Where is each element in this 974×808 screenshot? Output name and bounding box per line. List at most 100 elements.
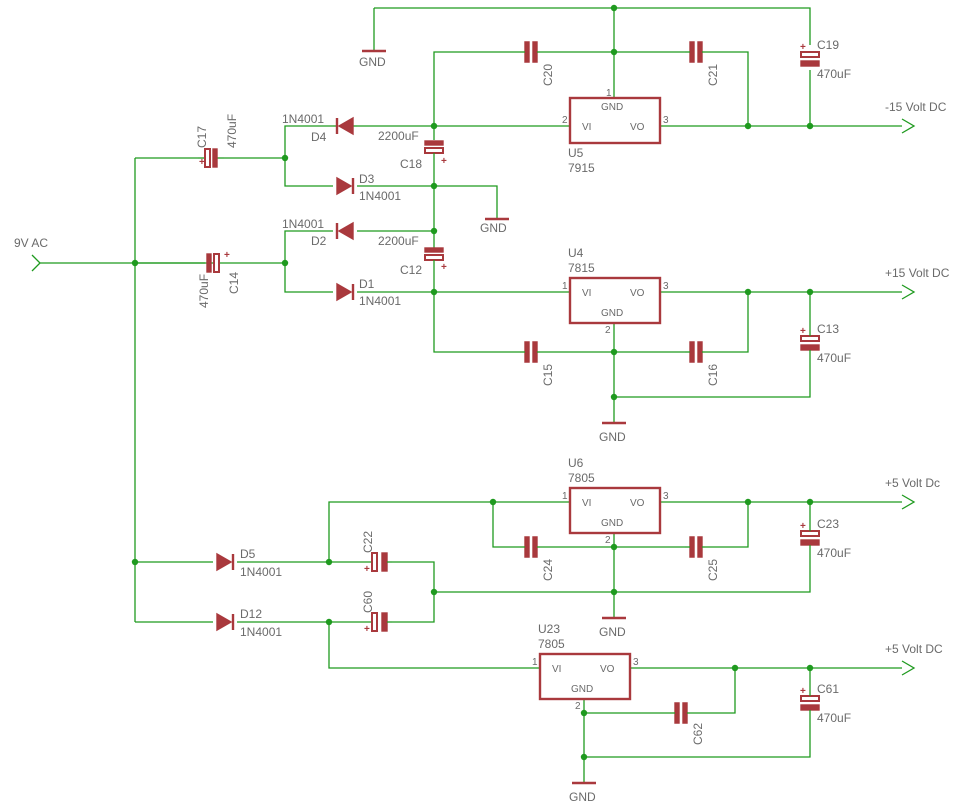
ground-symbol: GND [480, 217, 509, 235]
pin-label-vi: VI [552, 664, 561, 675]
junctions [131, 4, 814, 761]
ground-label: GND [480, 221, 507, 235]
pin-number: 3 [663, 281, 669, 292]
diode-d4: 1N4001 D4 [282, 112, 357, 144]
diode-ref: D5 [240, 547, 256, 561]
diode-value: 1N4001 [282, 112, 324, 126]
capacitor-ref: C61 [817, 682, 839, 696]
capacitor-ref: C18 [400, 157, 422, 171]
diode-d12: D12 1N4001 [216, 607, 282, 639]
regulator-value: 7815 [568, 261, 595, 275]
pin-number: 1 [562, 281, 568, 292]
capacitor-ref: C23 [817, 517, 839, 531]
output-pos15: +15 Volt DC [885, 266, 950, 300]
capacitor-ref: C17 [195, 126, 209, 148]
pin-number: 2 [605, 325, 611, 336]
capacitor-value: 470uF [817, 67, 851, 81]
regulator-u6: VI VO GND 1 2 3 U6 7805 [562, 456, 669, 546]
capacitor-value: 470uF [197, 274, 211, 308]
pin-number: 2 [562, 115, 568, 126]
diode-value: 1N4001 [359, 294, 401, 308]
capacitor-ref: C21 [706, 64, 720, 86]
diode-value: 1N4001 [240, 625, 282, 639]
diode-d5: D5 1N4001 [216, 547, 282, 579]
diode-d1: D1 1N4001 [336, 277, 401, 308]
pin-label-gnd: GND [571, 684, 593, 695]
pin-label-vo: VO [630, 122, 645, 133]
regulator-value: 7805 [538, 637, 565, 651]
pin-number: 1 [606, 88, 612, 99]
pin-label-gnd: GND [601, 308, 623, 319]
capacitor-c13: + C13 470uF [800, 322, 851, 365]
output-pos15-label: +15 Volt DC [885, 266, 950, 280]
pin-number: 2 [575, 701, 581, 712]
polarity-mark: + [224, 250, 230, 261]
polarity-mark: + [800, 326, 806, 337]
ground-symbol: GND [359, 49, 386, 69]
pin-number: 1 [532, 657, 538, 668]
output-pos5b-label: +5 Volt DC [885, 642, 943, 656]
regulator-value: 7805 [568, 471, 595, 485]
regulator-u5: VI VO GND 2 1 3 U5 7915 [562, 88, 669, 175]
pin-label-vi: VI [582, 498, 591, 509]
capacitor-ref: C13 [817, 322, 839, 336]
capacitor-ref: C19 [817, 38, 839, 52]
capacitor-ref: C16 [706, 364, 720, 386]
capacitor-c62: C62 [670, 702, 705, 745]
capacitor-c60: + C60 [361, 591, 392, 635]
regulator-u23: VI VO GND 1 2 3 U23 7805 [532, 622, 639, 712]
capacitor-c21: C21 [685, 41, 720, 86]
capacitor-c23: + C23 470uF [800, 517, 851, 560]
pin-number: 3 [633, 657, 639, 668]
pin-number: 3 [663, 115, 669, 126]
polarity-mark: + [364, 564, 370, 575]
capacitor-ref: C25 [706, 559, 720, 581]
ground-label: GND [359, 55, 386, 69]
capacitor-c17: + C17 470uF [195, 114, 239, 168]
polarity-mark: + [441, 262, 447, 273]
regulator-u4: VI VO GND 1 2 3 U4 7815 [562, 246, 669, 336]
capacitor-c25: C25 [685, 536, 720, 581]
output-neg15: -15 Volt DC [885, 100, 947, 134]
capacitor-ref: C20 [541, 64, 555, 86]
capacitor-c14: + 470uF C14 [197, 250, 241, 308]
pin-label-vi: VI [582, 288, 591, 299]
capacitor-ref: C14 [227, 272, 241, 294]
diode-ref: D2 [311, 234, 327, 248]
pin-label-gnd: GND [601, 518, 623, 529]
ground-symbol: GND [599, 421, 626, 444]
capacitor-value: 470uF [225, 114, 239, 148]
pin-label-vo: VO [600, 664, 615, 675]
pin-label-vo: VO [630, 288, 645, 299]
diode-ref: D12 [240, 607, 262, 621]
capacitor-value: 470uF [817, 711, 851, 725]
polarity-mark: + [800, 42, 806, 53]
capacitor-c15: C15 [520, 341, 555, 386]
capacitor-ref: C24 [541, 559, 555, 581]
diode-value: 1N4001 [282, 217, 324, 231]
pin-label-vi: VI [582, 122, 591, 133]
capacitor-c20: C20 [520, 41, 555, 86]
wires [40, 7, 902, 782]
polarity-mark: + [800, 686, 806, 697]
diode-d2: 1N4001 D2 [282, 217, 354, 248]
regulator-ref: U4 [568, 246, 584, 260]
diode-d3: D3 1N4001 [336, 172, 401, 203]
pin-number: 1 [562, 491, 568, 502]
ground-symbol: GND [569, 781, 596, 804]
diode-ref: D4 [311, 130, 327, 144]
regulator-ref: U6 [568, 456, 584, 470]
capacitor-ref: C62 [691, 723, 705, 745]
capacitor-c16: C16 [685, 341, 720, 386]
ground-label: GND [599, 625, 626, 639]
pin-label-gnd: GND [601, 102, 623, 113]
capacitor-c18: + 2200uF C18 [378, 129, 447, 171]
output-neg15-label: -15 Volt DC [885, 100, 947, 114]
ground-label: GND [599, 430, 626, 444]
capacitor-ref: C12 [400, 263, 422, 277]
regulator-ref: U5 [568, 146, 584, 160]
capacitor-value: 470uF [817, 351, 851, 365]
diode-ref: D3 [359, 172, 375, 186]
output-pos5a: +5 Volt Dc [885, 476, 940, 510]
